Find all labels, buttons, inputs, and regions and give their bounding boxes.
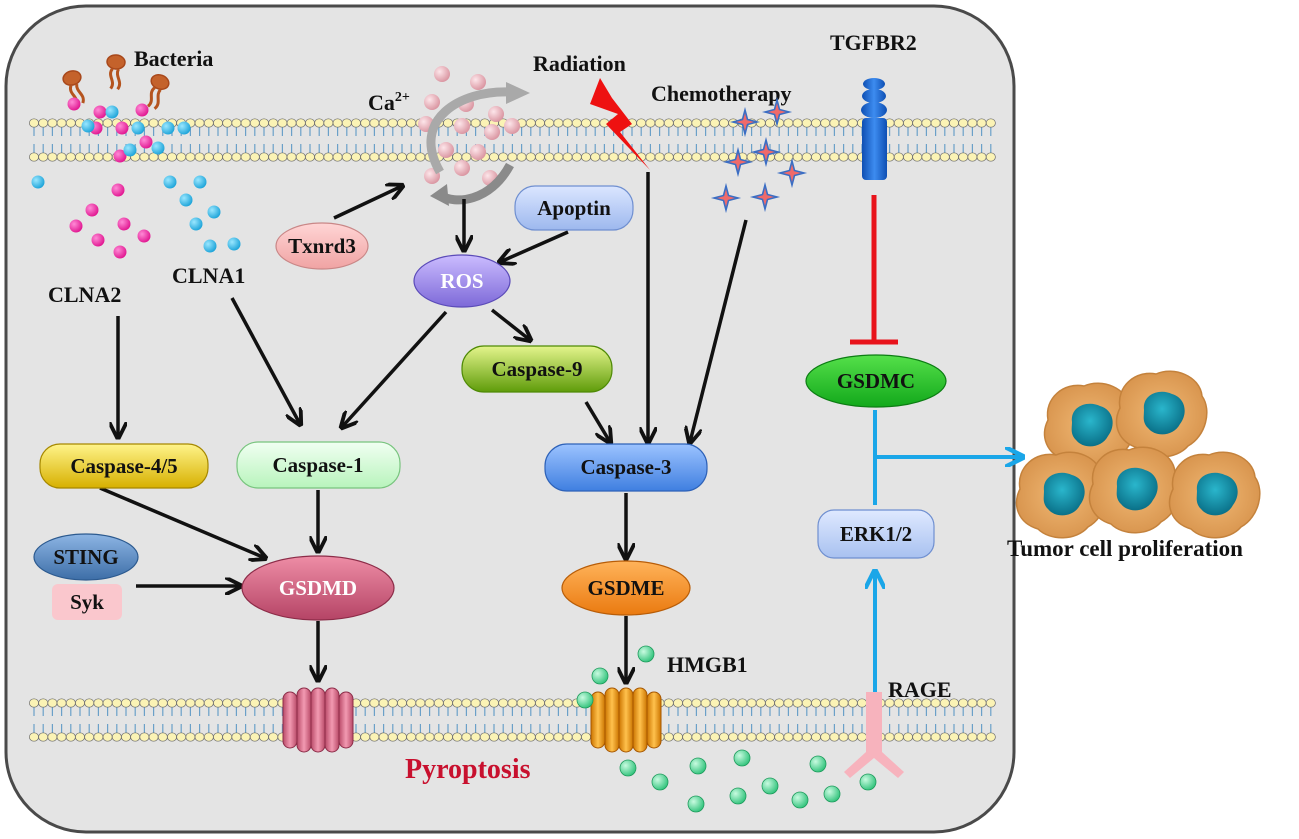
svg-text:Caspase-9: Caspase-9 bbox=[491, 357, 582, 381]
svg-text:Apoptin: Apoptin bbox=[537, 196, 611, 220]
radiation-label: Radiation bbox=[533, 51, 626, 76]
cell-background bbox=[4, 4, 1016, 834]
receptor-icon bbox=[861, 78, 887, 180]
node-gsdmd: GSDMD bbox=[241, 555, 395, 621]
pore-icon bbox=[282, 687, 662, 753]
node-caspase-4-5: Caspase-4/5 bbox=[39, 443, 209, 489]
node-caspase-3: Caspase-3 bbox=[544, 443, 708, 492]
clna2-label: CLNA2 bbox=[48, 282, 121, 307]
svg-text:STING: STING bbox=[53, 545, 118, 569]
node-txnrd3: Txnrd3 bbox=[275, 222, 369, 270]
calcium-label: Ca2+ bbox=[368, 90, 410, 115]
node-sting: STING bbox=[33, 533, 139, 581]
clna1-label: CLNA1 bbox=[172, 263, 245, 288]
svg-text:ROS: ROS bbox=[440, 269, 483, 293]
erk-signaling-arrows bbox=[875, 410, 1022, 695]
node-caspase-9: Caspase-9 bbox=[461, 345, 613, 393]
lightning-icon bbox=[590, 78, 650, 170]
chemotherapy-label: Chemotherapy bbox=[651, 81, 792, 106]
tumor-cell-icon bbox=[1015, 370, 1261, 539]
hmgb1-particles bbox=[576, 645, 877, 813]
node-caspase-1: Caspase-1 bbox=[236, 441, 401, 489]
hmgb1-label: HMGB1 bbox=[667, 652, 748, 677]
pyroptosis-label: Pyroptosis bbox=[405, 754, 531, 785]
membrane-top bbox=[29, 118, 996, 162]
bacteria-label: Bacteria bbox=[134, 46, 213, 71]
node-gsdmc: GSDMC bbox=[805, 354, 947, 408]
svg-text:Caspase-3: Caspase-3 bbox=[580, 455, 671, 479]
tgfbr2-label: TGFBR2 bbox=[830, 30, 917, 55]
node-apoptin: Apoptin bbox=[514, 185, 634, 231]
calcium-channel bbox=[418, 66, 530, 206]
svg-text:Caspase-1: Caspase-1 bbox=[272, 453, 363, 477]
inhibition-arrow bbox=[850, 195, 898, 345]
pathway-arrows bbox=[99, 172, 748, 682]
node-gsdme: GSDME bbox=[561, 560, 691, 616]
svg-text:Txnrd3: Txnrd3 bbox=[288, 234, 356, 258]
node-syk: Syk bbox=[52, 584, 122, 620]
node-erk: ERK1/2 bbox=[817, 509, 935, 559]
svg-text:GSDME: GSDME bbox=[587, 576, 664, 600]
svg-text:GSDMC: GSDMC bbox=[837, 369, 915, 393]
svg-text:Syk: Syk bbox=[70, 590, 104, 614]
node-ros: ROS bbox=[413, 254, 511, 308]
rage-receptor-icon bbox=[844, 692, 904, 778]
svg-text:ERK1/2: ERK1/2 bbox=[840, 522, 912, 546]
clna-particles bbox=[31, 97, 241, 259]
rage-label: RAGE bbox=[888, 677, 952, 702]
calcium-efflux-arrow bbox=[426, 87, 511, 175]
svg-text:GSDMD: GSDMD bbox=[279, 576, 357, 600]
svg-text:Caspase-4/5: Caspase-4/5 bbox=[70, 454, 177, 478]
tumor-label: Tumor cell proliferation bbox=[1007, 536, 1243, 561]
